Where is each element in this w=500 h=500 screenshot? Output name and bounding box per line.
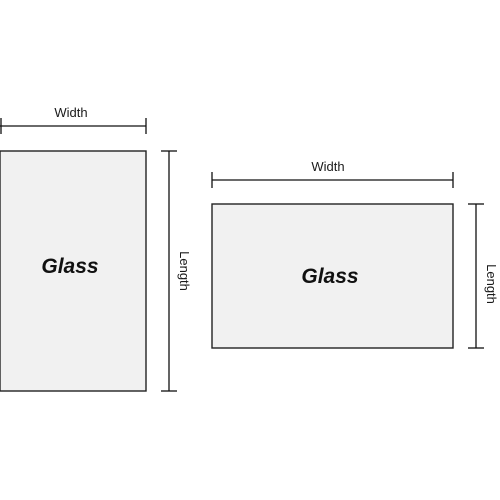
portrait-glass-label: Glass (41, 255, 98, 278)
landscape-panel-group: Width Glass Length (211, 159, 499, 349)
landscape-width-label: Width (311, 159, 344, 174)
landscape-glass-label: Glass (301, 265, 358, 288)
portrait-length-label: Length (177, 251, 192, 291)
landscape-length-label: Length (484, 264, 499, 304)
portrait-width-dimension: Width (0, 105, 147, 134)
portrait-width-label: Width (54, 105, 87, 120)
portrait-glass-panel (0, 150, 147, 392)
landscape-glass-panel (211, 203, 454, 349)
portrait-length-dimension: Length (161, 150, 192, 392)
landscape-length-dimension: Length (468, 203, 499, 349)
portrait-panel-group: Width Glass Length (0, 105, 192, 392)
landscape-width-dimension: Width (211, 159, 454, 188)
